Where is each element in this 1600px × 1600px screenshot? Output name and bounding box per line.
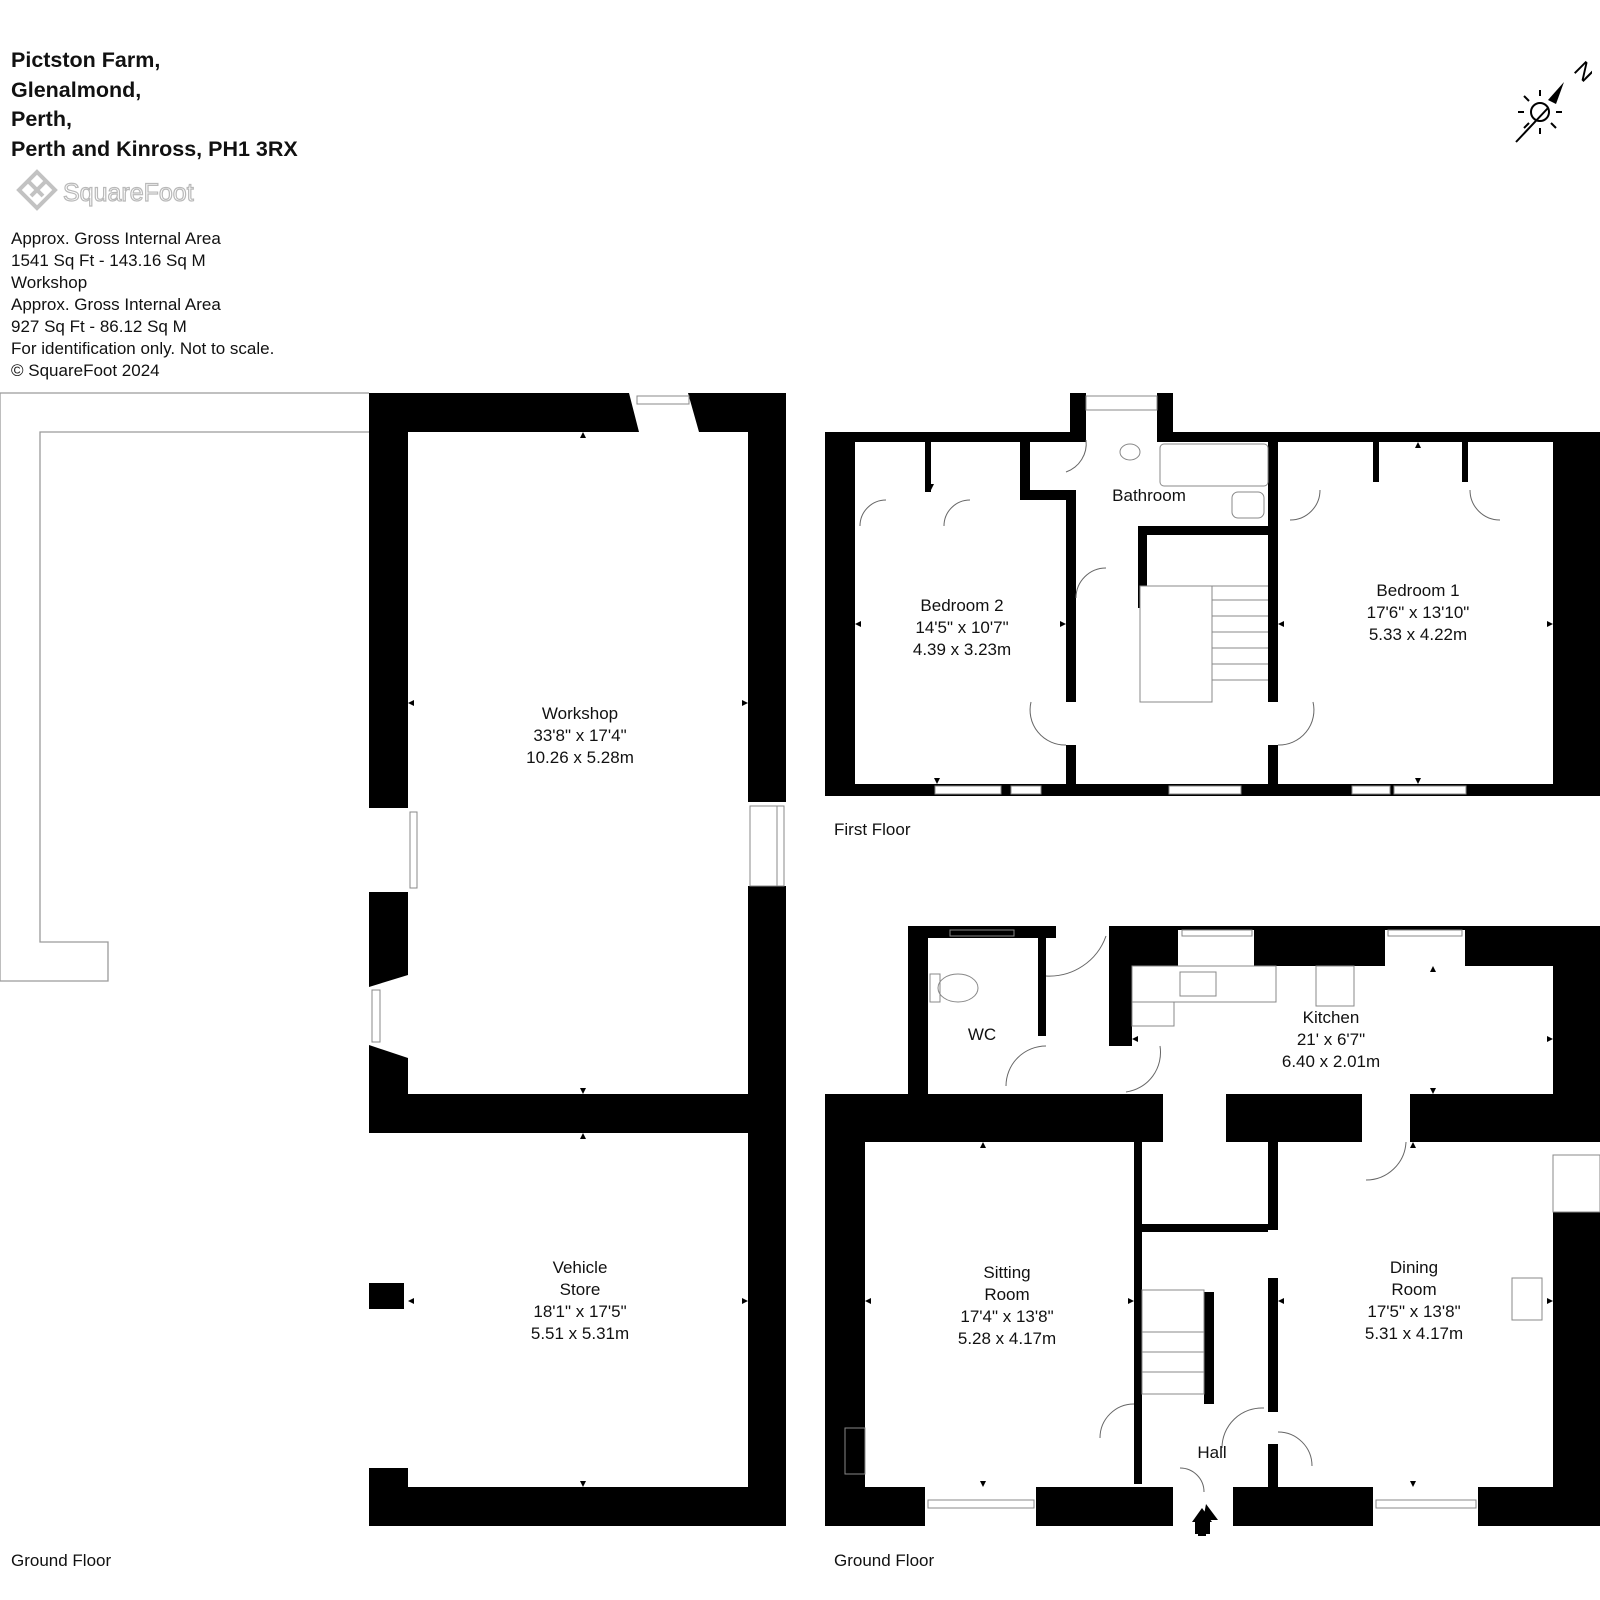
area-line-5: 927 Sq Ft - 86.12 Sq M (11, 317, 187, 336)
squarefoot-logo: SquareFoot (16, 169, 194, 211)
dimension-ticks (408, 432, 1553, 1487)
entrance-arrow-head (1192, 1508, 1212, 1536)
bedroom2-metric: 4.39 x 3.23m (912, 640, 1012, 659)
address-line-2: Glenalmond, (11, 77, 142, 102)
wc-name: WC (967, 1025, 997, 1044)
floor-label-ground-workshop: Ground Floor (11, 1551, 112, 1570)
room-label-kitchen: Kitchen 21' x 6'7" 6.40 x 2.01m (1282, 1007, 1380, 1073)
bathroom-name: Bathroom (1112, 486, 1186, 505)
area-line-4: Approx. Gross Internal Area (11, 295, 221, 314)
kitchen-name: Kitchen (1302, 1008, 1360, 1027)
ground-floor-openings (925, 930, 1600, 1526)
first-floor-fittings (934, 395, 1467, 795)
brand-name: SquareFoot (63, 179, 194, 207)
area-line-6: For identification only. Not to scale. (11, 339, 275, 358)
sitting-imperial: 17'4" x 13'8" (960, 1307, 1054, 1326)
bedroom1-imperial: 17'6" x 13'10" (1366, 603, 1470, 622)
vehicle-store-name-1: Vehicle (552, 1258, 608, 1277)
workshop-walls (369, 393, 786, 1526)
dining-name-1: Dining (1389, 1258, 1439, 1277)
sitting-name-2: Room (984, 1285, 1030, 1304)
kitchen-imperial: 21' x 6'7" (1296, 1030, 1366, 1049)
room-label-hall: Hall (1197, 1442, 1226, 1464)
vehicle-store-metric: 5.51 x 5.31m (530, 1324, 630, 1343)
address-line-3: Perth, (11, 107, 72, 131)
workshop-windows (371, 395, 785, 1043)
workshop-name: Workshop (541, 704, 619, 723)
ground-floor-doors (1005, 935, 1407, 1493)
room-label-wc: WC (968, 1024, 996, 1046)
north-arrow-sun-icon: N (1515, 56, 1592, 143)
room-label-sitting-room: Sitting Room 17'4" x 13'8" 5.28 x 4.17m (958, 1262, 1056, 1350)
area-info: Approx. Gross Internal Area 1541 Sq Ft -… (11, 228, 274, 382)
workshop-imperial: 33'8" x 17'4" (533, 726, 627, 745)
room-label-bedroom-1: Bedroom 1 17'6" x 13'10" 5.33 x 4.22m (1367, 580, 1470, 646)
room-label-workshop: Workshop 33'8" x 17'4" 10.26 x 5.28m (526, 703, 634, 769)
address-block: Pictston Farm, Glenalmond, Perth, Perth … (11, 46, 298, 164)
vehicle-store-imperial: 18'1" x 17'5" (533, 1302, 627, 1321)
ground-floor-walls (825, 926, 1600, 1526)
room-label-bathroom: Bathroom (1112, 485, 1186, 507)
area-line-1: Approx. Gross Internal Area (11, 229, 221, 248)
yard-outline (0, 392, 369, 982)
dining-metric: 5.31 x 4.17m (1364, 1324, 1464, 1343)
workshop-metric: 10.26 x 5.28m (526, 748, 634, 767)
room-label-bedroom-2: Bedroom 2 14'5" x 10'7" 4.39 x 3.23m (913, 595, 1011, 661)
dining-name-2: Room (1391, 1280, 1437, 1299)
area-line-3: Workshop (11, 273, 88, 292)
bedroom2-imperial: 14'5" x 10'7" (915, 618, 1009, 637)
bedroom1-name: Bedroom 1 (1376, 581, 1460, 600)
ground-floor-fittings (844, 929, 1600, 1509)
floor-label-ground-house: Ground Floor (834, 1551, 935, 1570)
kitchen-metric: 6.40 x 2.01m (1281, 1052, 1381, 1071)
area-line-2: 1541 Sq Ft - 143.16 Sq M (11, 251, 206, 270)
floor-label-first: First Floor (834, 820, 911, 839)
first-floor-doors (859, 439, 1501, 746)
room-label-dining-room: Dining Room 17'5" x 13'8" 5.31 x 4.17m (1365, 1257, 1463, 1345)
sitting-name-1: Sitting (983, 1263, 1031, 1282)
sitting-metric: 5.28 x 4.17m (957, 1329, 1057, 1348)
hall-name: Hall (1197, 1443, 1227, 1462)
address-line-4: Perth and Kinross, PH1 3RX (11, 136, 298, 161)
address-line-1: Pictston Farm, (11, 48, 161, 72)
vehicle-store-name-2: Store (559, 1280, 601, 1299)
bedroom2-name: Bedroom 2 (920, 596, 1004, 615)
dining-imperial: 17'5" x 13'8" (1367, 1302, 1461, 1321)
room-label-vehicle-store: Vehicle Store 18'1" x 17'5" 5.51 x 5.31m (531, 1257, 629, 1345)
area-line-7: © SquareFoot 2024 (11, 361, 160, 380)
bedroom1-metric: 5.33 x 4.22m (1368, 625, 1468, 644)
